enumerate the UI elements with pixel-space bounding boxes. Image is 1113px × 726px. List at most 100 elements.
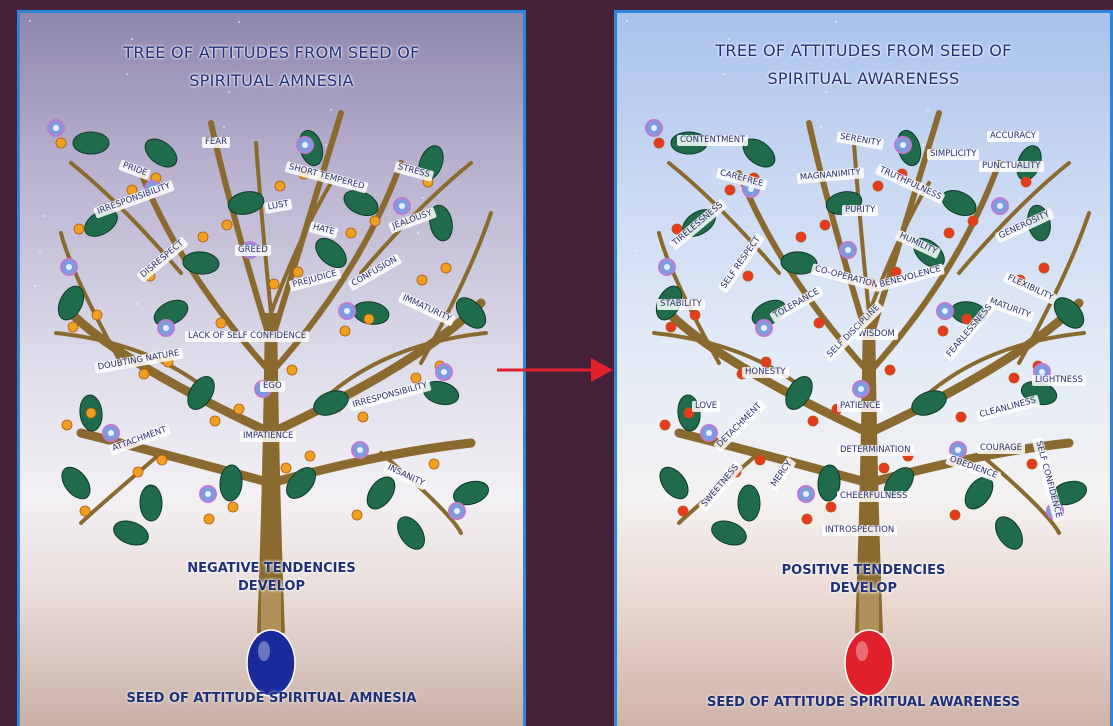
flower [370, 216, 380, 226]
flower [660, 420, 670, 430]
bud-core [664, 264, 670, 270]
bud-core [651, 125, 657, 131]
bud-core [205, 491, 211, 497]
flower [666, 322, 676, 332]
flower [1009, 373, 1019, 383]
right-tree-panel: TREE OF ATTITUDES FROM SEED OF SPIRITUAL… [614, 10, 1113, 726]
seed-icon [845, 630, 893, 696]
bud-core [399, 203, 405, 209]
left-seed-label: SEED OF ATTITUDE SPIRITUAL AMNESIA [20, 691, 523, 706]
star [136, 303, 138, 305]
leaf [392, 512, 430, 554]
attitude-label: LOVE [692, 401, 720, 412]
right-seed-label: SEED OF ATTITUDE SPIRITUAL AWARENESS [617, 695, 1110, 710]
right-title-line1: TREE OF ATTITUDES FROM SEED OF [617, 37, 1110, 65]
bud-core [441, 369, 447, 375]
bud-core [803, 491, 809, 497]
flower [873, 181, 883, 191]
flower [743, 271, 753, 281]
flower [74, 224, 84, 234]
attitude-label: GREED [235, 245, 271, 256]
leaf [362, 472, 401, 514]
flower [968, 216, 978, 226]
flower [725, 185, 735, 195]
bud-core [53, 125, 59, 131]
attitude-label: DETERMINATION [837, 445, 914, 456]
attitude-label: EGO [260, 381, 285, 392]
leaf [310, 233, 351, 273]
flower [198, 232, 208, 242]
bud-core [858, 386, 864, 392]
attitude-label: FEAR [202, 137, 230, 148]
flower [429, 459, 439, 469]
leaf [708, 517, 749, 550]
flower [92, 310, 102, 320]
attitude-label: LIGHTNESS [1032, 375, 1086, 386]
bud-core [761, 325, 767, 331]
branch [421, 213, 491, 363]
star [636, 250, 638, 252]
flower [820, 220, 830, 230]
star [922, 144, 924, 146]
leaf [73, 132, 109, 154]
star [626, 20, 628, 22]
bud-core [357, 447, 363, 453]
flower [340, 326, 350, 336]
flower [678, 506, 688, 516]
star [223, 126, 225, 128]
flower [1039, 263, 1049, 273]
flower [305, 451, 315, 461]
flower [690, 310, 700, 320]
flower [417, 275, 427, 285]
right-develop-line2: DEVELOP [617, 580, 1110, 598]
flower [1021, 177, 1031, 187]
leaf [990, 512, 1028, 554]
star [325, 144, 327, 146]
seed-icon [247, 630, 295, 696]
flower [269, 279, 279, 289]
flower [346, 228, 356, 238]
star [44, 215, 46, 217]
flower [956, 412, 966, 422]
flower [654, 138, 664, 148]
star [34, 285, 36, 287]
flower [80, 506, 90, 516]
star [238, 21, 240, 23]
leaf [738, 485, 761, 521]
flower [1027, 459, 1037, 469]
flower [139, 369, 149, 379]
leaf [56, 462, 96, 504]
flower [879, 463, 889, 473]
star [733, 303, 735, 305]
flower [796, 232, 806, 242]
leaf [110, 517, 151, 550]
right-title-line2: SPIRITUAL AWARENESS [617, 65, 1110, 93]
flower [938, 326, 948, 336]
flower [275, 181, 285, 191]
arrow-icon [495, 355, 615, 385]
bud-core [997, 203, 1003, 209]
flower [210, 416, 220, 426]
flower [441, 263, 451, 273]
leaf [654, 462, 694, 504]
star [631, 285, 633, 287]
bud-core [845, 247, 851, 253]
attitude-label: PURITY [842, 205, 878, 216]
attitude-label: PUNCTUALITY [979, 161, 1044, 172]
star [29, 20, 31, 22]
bud-core [454, 508, 460, 514]
star [641, 215, 643, 217]
flower [287, 365, 297, 375]
flower [358, 412, 368, 422]
flower [157, 455, 167, 465]
flower [808, 416, 818, 426]
right-develop-line1: POSITIVE TENDENCIES [617, 562, 1110, 580]
bud-core [66, 264, 72, 270]
left-tree-panel: TREE OF ATTITUDES FROM SEED OF SPIRITUAL… [17, 10, 526, 726]
bud-core [955, 447, 961, 453]
seed-highlight [258, 641, 270, 661]
attitude-label: CONTENTMENT [677, 135, 748, 146]
bud-core [706, 430, 712, 436]
left-title-line1: TREE OF ATTITUDES FROM SEED OF [20, 39, 523, 67]
flower [826, 502, 836, 512]
